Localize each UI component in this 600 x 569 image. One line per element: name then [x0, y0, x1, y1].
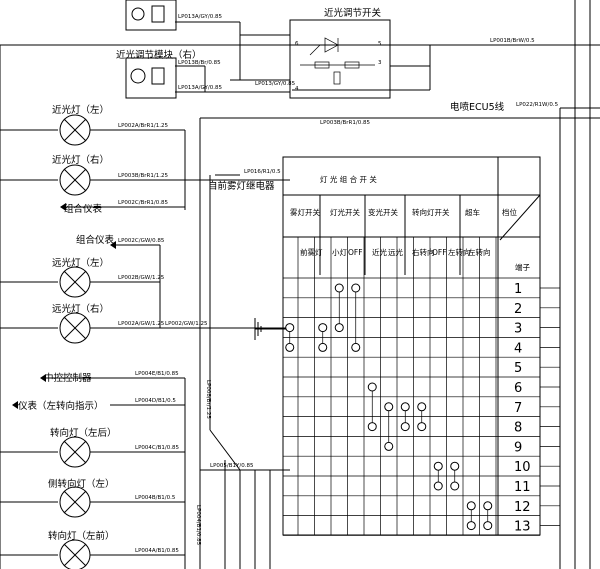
gear-header: 档位 — [502, 207, 517, 217]
col-7: 左转向 — [448, 247, 471, 257]
switch-contact — [334, 283, 344, 293]
wire-label-21: LP005/B1Y/0.85 — [210, 463, 254, 469]
group-dimmer: 变光开关 — [368, 207, 398, 217]
wire-label-6: LP003B/BrR1/0.85 — [320, 120, 370, 126]
wire-label-8: LP002A/BrR1/1.25 — [118, 123, 168, 129]
switch-contact — [450, 461, 460, 471]
wire-label-12: LP002C/GW/0.85 — [118, 238, 165, 244]
switch-table-title: 灯 光 组 合 开 关 — [320, 174, 377, 184]
switch-contact — [367, 382, 377, 392]
label-combo-meter-1: 组合仪表 — [64, 203, 103, 215]
switch-contact — [384, 402, 394, 412]
pin-number: 9 — [514, 440, 522, 455]
wire-label-20: LP004A/B1/0.85 — [135, 548, 179, 554]
wire-label-9: LP003B/BrR1/1.25 — [118, 173, 168, 179]
switch-contact — [466, 501, 476, 511]
pin-number: 2 — [514, 302, 522, 317]
label-central-controller: 中控控制器 — [44, 372, 92, 384]
switch-contact — [483, 521, 493, 531]
switch-contact — [318, 323, 328, 333]
label-dimmer-switch: 近光调节开关 — [324, 7, 382, 19]
pin-number: 10 — [514, 460, 531, 475]
dimmer-pin-3: 3 — [378, 60, 382, 66]
wire-label-14: LP002A/GW/1.25 — [118, 321, 165, 327]
dimmer-pin-5: 5 — [378, 41, 382, 47]
wire-label-15: LP002/GW/1.25 — [165, 321, 208, 327]
switch-contact — [351, 342, 361, 352]
label-front-fog-relay: 自前雾灯继电器 — [208, 180, 275, 192]
dimmer-pin-4: 4 — [295, 86, 299, 92]
switch-contact — [433, 461, 443, 471]
col-0: 前雾灯 — [300, 247, 323, 257]
pin-number: 6 — [514, 381, 522, 396]
switch-contact — [367, 422, 377, 432]
col-2: OFF — [348, 248, 363, 257]
col-6: OFF — [432, 248, 447, 257]
label-dimmer-module-right: 近光调节模块（右） — [116, 49, 202, 61]
wire-label-7: LP022/R1W/0.5 — [516, 102, 559, 108]
pin-number: 5 — [514, 361, 522, 376]
wire-label-2: LP013B/Br/0.85 — [178, 60, 221, 66]
label-meter-turn: 仪表（左转向指示） — [18, 400, 104, 412]
wire-label-23: LP004/B1/0.85 — [195, 505, 201, 546]
switch-contact — [400, 422, 410, 432]
wire-label-1: LP013A/GY/0.85 — [178, 14, 222, 20]
col-5: 右转向 — [412, 247, 435, 257]
label-side-turn-left: 侧转向灯（左） — [48, 478, 115, 490]
label-combo-meter-2: 组合仪表 — [76, 234, 115, 246]
switch-contact — [285, 342, 295, 352]
group-pass: 超车 — [465, 207, 480, 217]
label-turn-left-front: 转向灯（左前） — [48, 530, 115, 542]
switch-contact — [466, 521, 476, 531]
switch-contact — [400, 402, 410, 412]
group-light: 灯光开关 — [330, 207, 360, 217]
col-1: 小灯 — [332, 247, 347, 257]
pin-number: 7 — [514, 401, 522, 416]
pin-number: 1 — [514, 282, 522, 297]
pin-number: 13 — [514, 520, 531, 535]
group-turn: 转向灯开关 — [412, 207, 450, 217]
pin-number: 11 — [514, 480, 531, 495]
pin-header: 端子 — [515, 262, 530, 272]
switch-contact — [318, 342, 328, 352]
switch-contact — [433, 481, 443, 491]
switch-contact — [450, 481, 460, 491]
wire-label-22: LP008/Br/1.25 — [205, 380, 211, 419]
label-ecu-power: 电喷ECU5线 — [450, 101, 505, 113]
label-low-beam-right: 近光灯（右） — [52, 154, 109, 166]
switch-contact — [285, 323, 295, 333]
wire-label-19: LP004B/B1/0.5 — [135, 495, 176, 501]
switch-table: 灯 光 组 合 开 关 雾灯开关 灯光开关 变光开关 转向灯开关 超车 档位 端… — [282, 156, 560, 536]
wire-label-18: LP004C/B1/0.85 — [135, 445, 179, 451]
switch-contact — [351, 283, 361, 293]
switch-contact — [483, 501, 493, 511]
wire-label-10: LP002C/BrR1/0.85 — [118, 200, 169, 206]
wire-label-16: LP004E/B1/0.85 — [135, 371, 179, 377]
switch-contact — [417, 422, 427, 432]
col-3: 近光 — [372, 247, 387, 257]
wire-label-5: LP001B/BrW/0.5 — [490, 38, 535, 44]
pin-number: 12 — [514, 500, 531, 515]
pin-number: 3 — [514, 322, 522, 337]
label-high-beam-right: 远光灯（右） — [52, 303, 109, 315]
pin-number: 8 — [514, 421, 522, 436]
switch-contact — [334, 323, 344, 333]
group-fog: 雾灯开关 — [290, 207, 320, 217]
dimmer-pin-6: 6 — [295, 41, 299, 47]
col-4: 远光 — [388, 247, 403, 257]
pin-number: 4 — [514, 341, 522, 356]
switch-contact — [384, 441, 394, 451]
wire-label-4: LP013/GY/0.85 — [255, 81, 296, 87]
wire-label-3: LP013A/GY/0.85 — [178, 85, 222, 91]
label-turn-left-rear: 转向灯（左后） — [50, 427, 117, 439]
switch-contact — [417, 402, 427, 412]
label-high-beam-left: 远光灯（左） — [52, 257, 109, 269]
wire-label-17: LP004D/B1/0.5 — [135, 398, 176, 404]
label-low-beam-left: 近光灯（左） — [52, 104, 109, 116]
wire-label-11: LP016/R1/0.5 — [244, 169, 281, 175]
wire-label-13: LP002B/GW/1.25 — [118, 275, 165, 281]
